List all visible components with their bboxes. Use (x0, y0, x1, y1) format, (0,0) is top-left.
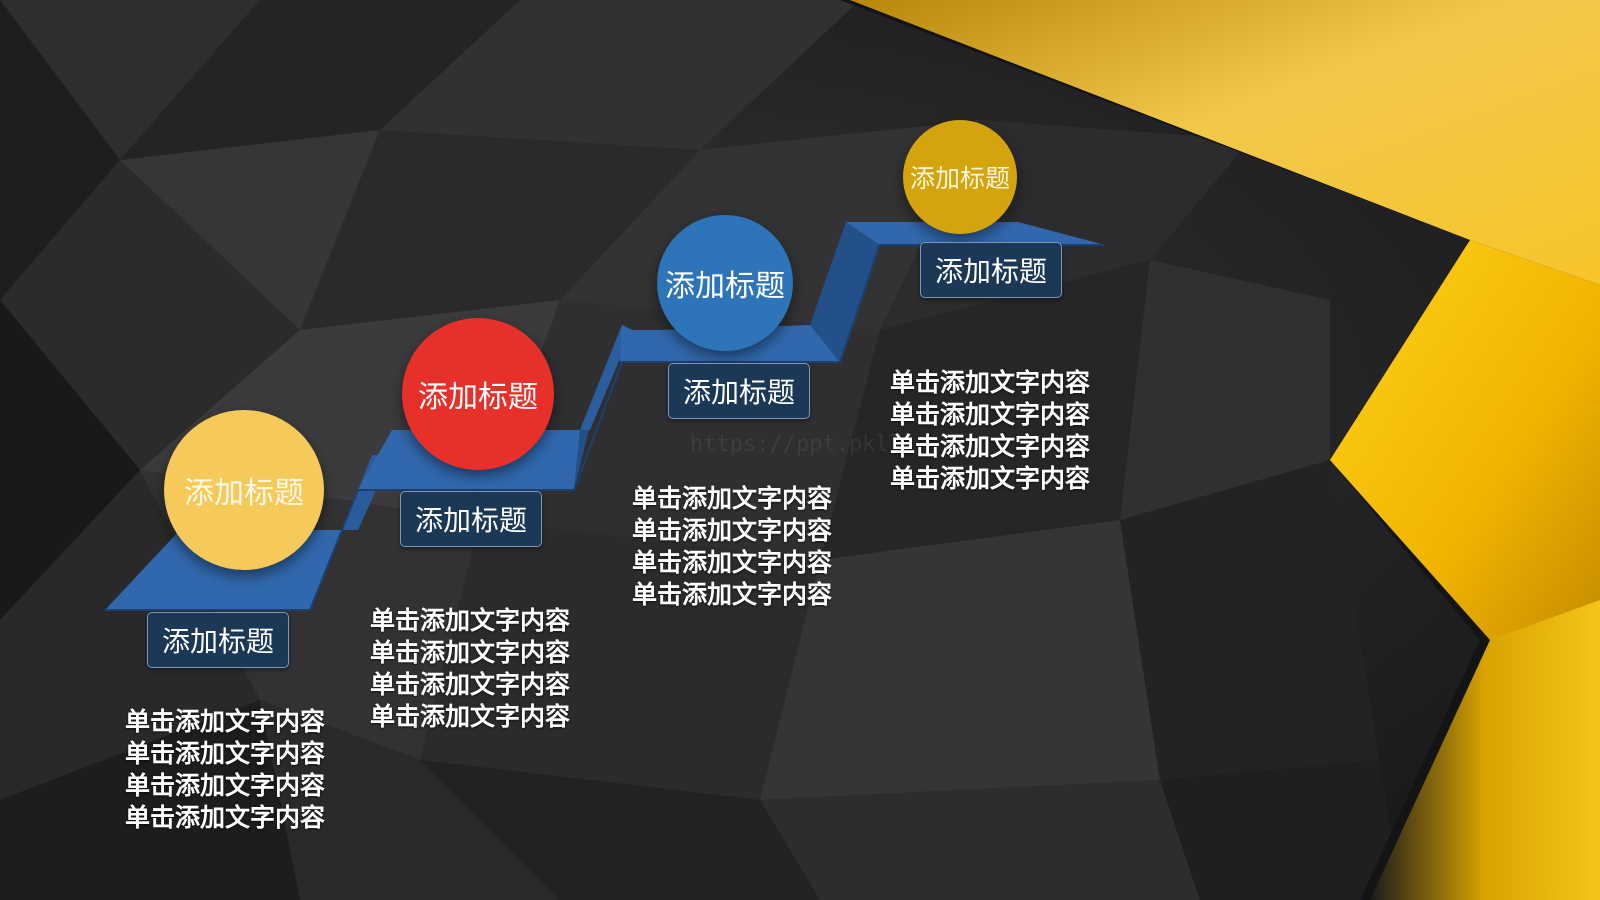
step-4-line: 单击添加文字内容 (890, 368, 1091, 397)
step-1-circle-title: 添加标题 (184, 476, 304, 511)
step-1-label-text: 添加标题 (161, 625, 274, 658)
step-4-description[interactable]: 单击添加文字内容 单击添加文字内容 单击添加文字内容 单击添加文字内容 (890, 367, 1090, 495)
step-4-label[interactable]: 添加标题 (920, 242, 1062, 298)
step-3-circle-title: 添加标题 (665, 269, 785, 304)
step-2-line: 单击添加文字内容 (370, 702, 571, 731)
step-3-circle[interactable]: 添加标题 (657, 215, 793, 351)
step-3-label-text: 添加标题 (682, 376, 795, 409)
step-2-line: 单击添加文字内容 (370, 670, 571, 699)
step-1-line: 单击添加文字内容 (125, 803, 326, 832)
watermark: https://ppt.pkll (690, 432, 902, 457)
step-4-line: 单击添加文字内容 (890, 400, 1091, 429)
step-4-label-text: 添加标题 (934, 255, 1047, 288)
step-3-description[interactable]: 单击添加文字内容 单击添加文字内容 单击添加文字内容 单击添加文字内容 (632, 483, 832, 611)
step-3-line: 单击添加文字内容 (632, 516, 833, 545)
step-2-description[interactable]: 单击添加文字内容 单击添加文字内容 单击添加文字内容 单击添加文字内容 (370, 605, 570, 733)
step-4-line: 单击添加文字内容 (890, 432, 1091, 461)
step-2-circle-title: 添加标题 (418, 380, 538, 415)
step-2-circle[interactable]: 添加标题 (402, 318, 554, 470)
step-4-line: 单击添加文字内容 (890, 464, 1091, 493)
step-1-description[interactable]: 单击添加文字内容 单击添加文字内容 单击添加文字内容 单击添加文字内容 (125, 706, 325, 834)
step-4-circle[interactable]: 添加标题 (903, 120, 1017, 234)
step-2-label[interactable]: 添加标题 (400, 491, 542, 547)
step-1-label[interactable]: 添加标题 (147, 612, 289, 668)
step-1-circle[interactable]: 添加标题 (164, 410, 324, 570)
step-1-line: 单击添加文字内容 (125, 739, 326, 768)
step-2-label-text: 添加标题 (414, 504, 527, 537)
step-1-line: 单击添加文字内容 (125, 771, 326, 800)
step-3-line: 单击添加文字内容 (632, 580, 833, 609)
step-4-circle-title: 添加标题 (909, 164, 1010, 193)
step-1-line: 单击添加文字内容 (125, 707, 326, 736)
step-2-line: 单击添加文字内容 (370, 606, 571, 635)
step-3-line: 单击添加文字内容 (632, 548, 833, 577)
step-3-label[interactable]: 添加标题 (668, 363, 810, 419)
step-3-line: 单击添加文字内容 (632, 484, 833, 513)
step-2-line: 单击添加文字内容 (370, 638, 571, 667)
